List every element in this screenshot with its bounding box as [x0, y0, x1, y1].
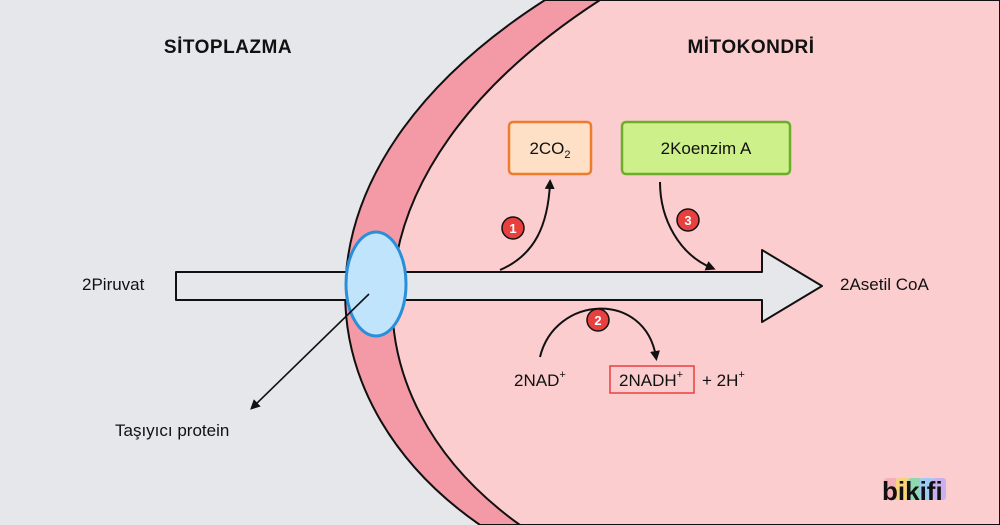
cytoplasm-label: SİTOPLAZMA — [164, 37, 292, 58]
nad-label: 2NAD+ — [514, 369, 566, 390]
step-3-arrow — [659, 181, 716, 271]
step-1-number: 1 — [509, 221, 516, 236]
carrier-protein — [344, 230, 408, 338]
nadh-box — [609, 365, 695, 394]
step-2-number: 2 — [594, 313, 601, 328]
pyruvate-label: 2Piruvat — [82, 275, 145, 294]
main-reaction-arrow — [175, 249, 823, 323]
carrier-protein-label: Taşıyıcı protein — [115, 421, 229, 440]
carrier-protein-pointer — [250, 293, 370, 410]
hydrogen-label: + 2H+ — [702, 369, 745, 390]
coenzyme-a-box — [620, 120, 792, 176]
step-1-arrow — [499, 179, 555, 271]
acetyl-coa-label: 2Asetil CoA — [840, 275, 929, 294]
mitochondrion-label: MİTOKONDRİ — [687, 37, 814, 58]
coenzyme-a-text: 2Koenzim A — [661, 139, 752, 158]
co2-box — [507, 120, 593, 176]
nadh-label: 2NADH+ — [619, 369, 683, 390]
logo-text: bikifi — [882, 476, 943, 506]
bikifi-logo: bikifi — [882, 476, 946, 506]
co2-text: 2CO2 — [529, 139, 570, 161]
step-1-badge — [501, 216, 525, 240]
step-3-badge — [676, 208, 700, 232]
step-2-badge — [586, 308, 610, 332]
step-3-number: 3 — [684, 213, 691, 228]
